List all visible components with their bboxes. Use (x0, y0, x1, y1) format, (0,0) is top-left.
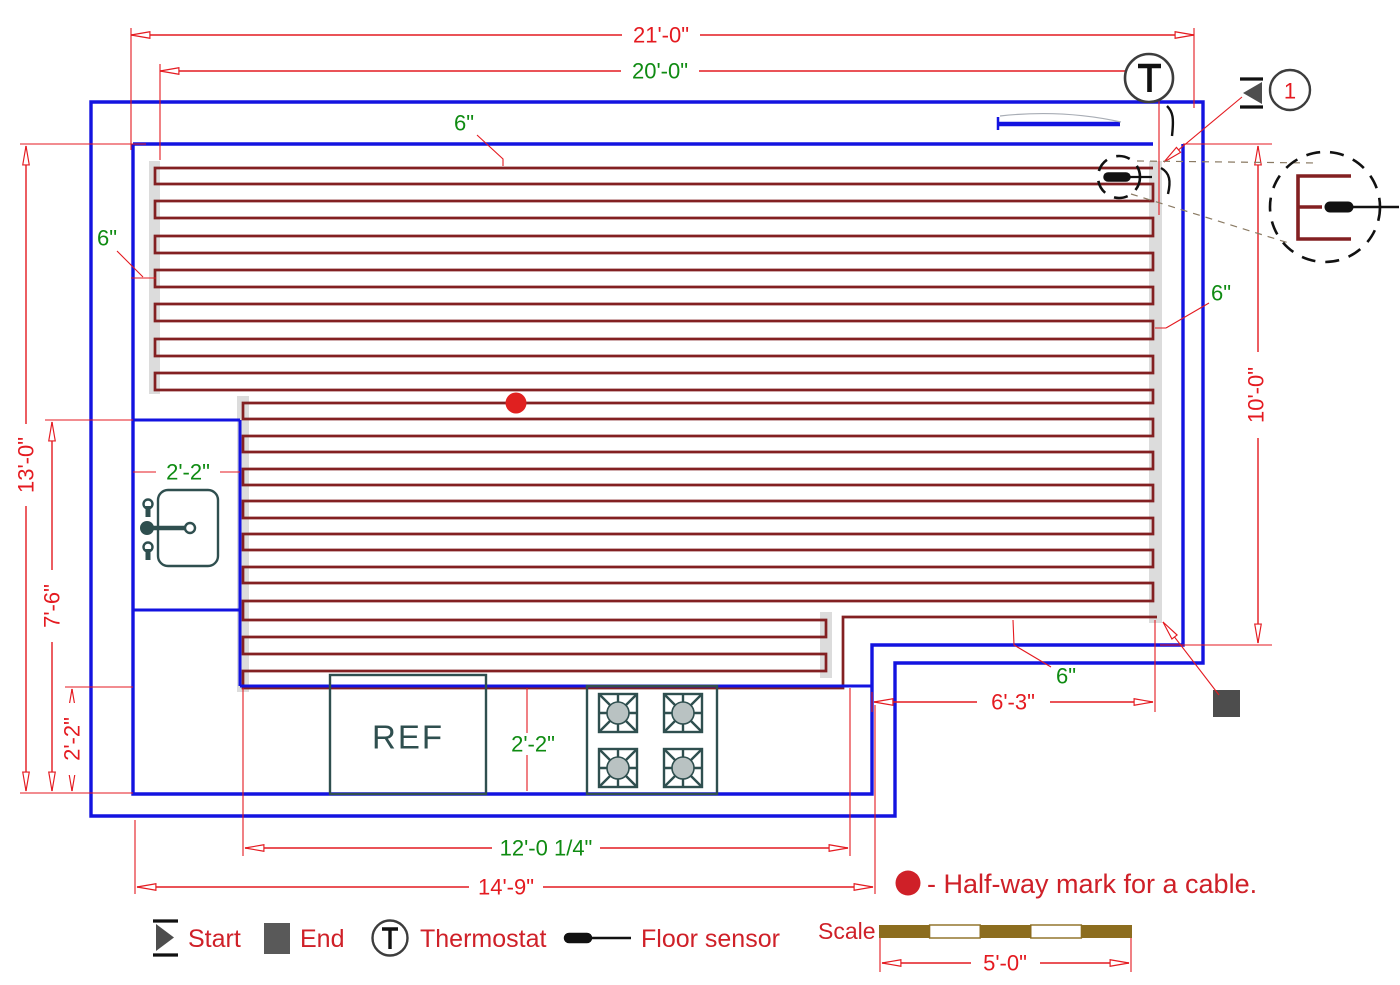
dim-5ft: 5'-0" (983, 951, 1027, 976)
refrigerator: REF (328, 673, 488, 796)
legend-end-symbol (264, 923, 290, 954)
door-jamb-mark-upper (1166, 105, 1175, 137)
halfway-note: - Half-way mark for a cable. (895, 869, 1257, 899)
refrigerator-outline (328, 673, 488, 796)
detail-cable-loop (1296, 174, 1351, 241)
outer-wall (89, 100, 1205, 818)
burner-top-left (597, 692, 639, 734)
refrigerator-label: REF (372, 719, 444, 756)
label-sink-width: 2'-2" (166, 460, 210, 485)
detail-callout-1: 1 (1268, 68, 1312, 112)
end-leader (1162, 621, 1220, 696)
legend-start-symbol (153, 919, 178, 957)
end-marker (1213, 690, 1240, 717)
room-walls (89, 100, 1205, 818)
label-6in-top: 6" (454, 111, 474, 136)
scale-bar: Scale (818, 918, 1132, 944)
dim-2ft2-left: 2'-2" (60, 717, 85, 761)
fixing-strips (149, 161, 1162, 692)
dim-20ft: 20'-0" (632, 59, 688, 84)
detail-enlarged (1268, 150, 1399, 264)
start-marker (1240, 77, 1263, 109)
door-jamb-mark-lower (1160, 166, 1171, 195)
thermostat-symbol (1123, 52, 1175, 104)
dim-7ft6: 7'-6" (40, 584, 65, 628)
sink-cabinet (133, 418, 242, 686)
heating-cable (153, 166, 1157, 690)
halfway-legend-dot (895, 870, 921, 896)
sink (140, 488, 220, 568)
heating-cable-path (153, 166, 1157, 690)
legend-start-label: Start (188, 925, 241, 953)
fixing-strip-right (1149, 161, 1162, 623)
legend-floor-sensor-label: Floor sensor (641, 925, 780, 953)
door (996, 105, 1175, 195)
label-6in-right: 6" (1211, 281, 1231, 306)
dim-10ft: 10'-0" (1244, 367, 1269, 423)
dim-13ft: 13'-0" (14, 437, 39, 493)
stove-outline (585, 684, 719, 796)
extension-lines (20, 28, 1272, 972)
legend-thermostat-symbol (371, 919, 409, 957)
burner-bottom-right (662, 747, 704, 789)
label-counter-depth: 2'-2" (511, 732, 555, 757)
label-6in-bottom: 6" (1056, 664, 1076, 689)
green-labels: 6" 6" 6" 6" 2'-2" 2'-2" (97, 111, 1231, 757)
dimension-lines (22, 31, 1262, 967)
start-leader (1163, 96, 1243, 163)
door-swing-arc (999, 112, 1122, 123)
legend-end-label: End (300, 925, 344, 953)
legend-thermostat-label: Thermostat (420, 925, 546, 953)
faucet-tip (183, 521, 197, 535)
fixing-strip-bottom (820, 612, 832, 678)
detail-number: 1 (1284, 79, 1296, 104)
burner-top-right (662, 692, 704, 734)
halfway-note-text: - Half-way mark for a cable. (927, 869, 1257, 899)
stove (585, 684, 719, 796)
dimension-texts: 21'-0" 20'-0" 13'-0" 7'-6" 2'-2" 10'-0" … (13, 23, 1269, 976)
dim-12ft-quarter: 12'-0 1/4" (500, 836, 593, 861)
thermostat-letter-glyph (1138, 63, 1161, 92)
legend: Start End Thermostat Floor sensor (153, 919, 780, 957)
burner-bottom-left (597, 747, 639, 789)
dim-14ft9: 14'-9" (478, 875, 534, 900)
dim-6ft3: 6'-3" (991, 690, 1035, 715)
halfway-mark-dot (505, 392, 527, 414)
detail-circle-small (1096, 154, 1142, 200)
inner-wall (131, 142, 1185, 796)
scale-label: Scale (818, 918, 876, 944)
detail-tangent-lines (1130, 160, 1318, 245)
dim-21ft: 21'-0" (633, 23, 689, 48)
label-6in-left: 6" (97, 226, 117, 251)
annotations: 1 (1096, 52, 1399, 717)
